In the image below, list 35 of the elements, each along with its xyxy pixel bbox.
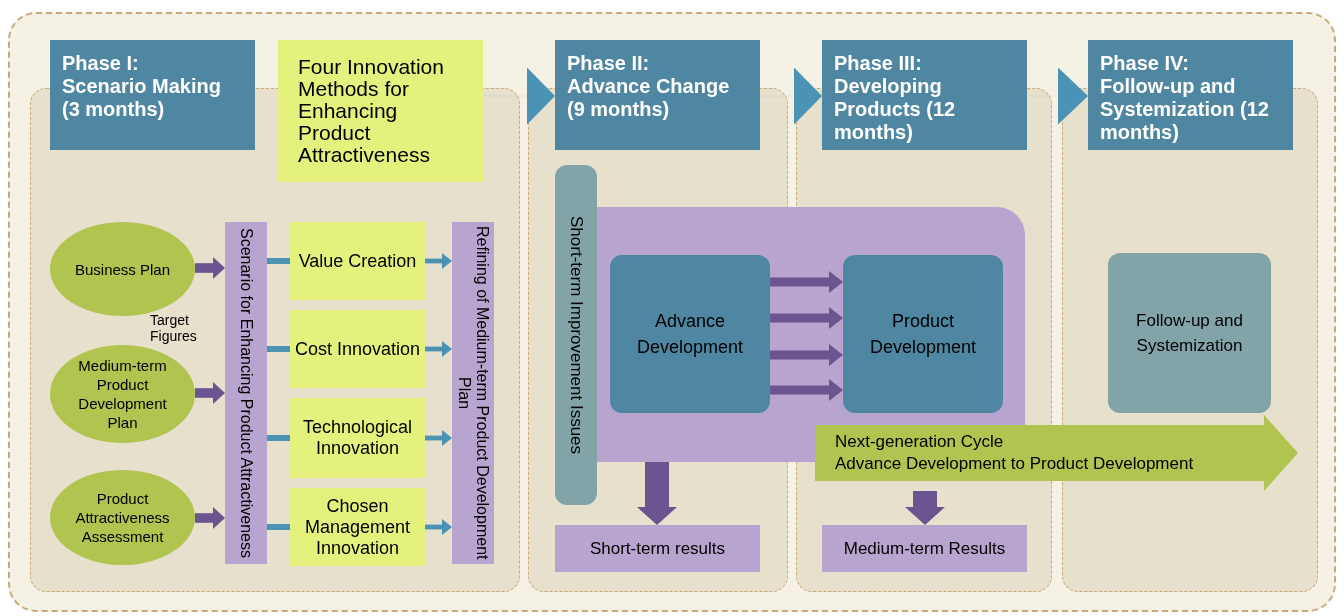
process-box: Follow-up and Systemization (1108, 253, 1271, 413)
method-box: Chosen Management Innovation (290, 488, 425, 566)
connector-line (267, 346, 290, 352)
arrow (770, 344, 843, 366)
arrow (770, 379, 843, 401)
vertical-bar: Scenario for Enhancing Product Attractiveness (225, 222, 267, 564)
method-box: Technological Innovation (290, 398, 425, 478)
arrow (770, 271, 843, 293)
method-box: Value Creation (290, 222, 425, 300)
connector-line (267, 435, 290, 441)
result-box: Short-term results (555, 525, 760, 572)
arrow (195, 382, 225, 404)
connector-line (267, 258, 290, 264)
process-box: Advance Development (610, 255, 770, 413)
process-box: Product Development (843, 255, 1003, 413)
vertical-bar: Refining of Medium-term Product Development Plan (452, 222, 494, 564)
process-box: Four Innovation Methods for Enhancing Product Attractiveness (278, 40, 483, 182)
arrow (425, 519, 452, 535)
arrow (425, 253, 452, 269)
arrow (425, 341, 452, 357)
phase-header: Phase IV: Follow-up and Systemization (12 months) (1088, 40, 1293, 150)
phase-header: Phase II: Advance Change (9 months) (555, 40, 760, 150)
arrow (770, 307, 843, 329)
connector-line (267, 524, 290, 530)
process-box: Short-term Improvement Issues (555, 165, 597, 505)
arrow (195, 507, 225, 529)
result-box: Medium-term Results (822, 525, 1027, 572)
block-arrow: Next-generation Cycle Advance Development to Product Development (815, 415, 1298, 491)
arrow (637, 462, 677, 525)
arrow (195, 257, 225, 279)
method-box: Cost Innovation (290, 310, 425, 388)
phase-header: Phase III: Developing Products (12 months) (822, 40, 1027, 150)
arrow (905, 491, 945, 525)
arrow (425, 430, 452, 446)
phase-header: Phase I: Scenario Making (3 months) (50, 40, 255, 150)
